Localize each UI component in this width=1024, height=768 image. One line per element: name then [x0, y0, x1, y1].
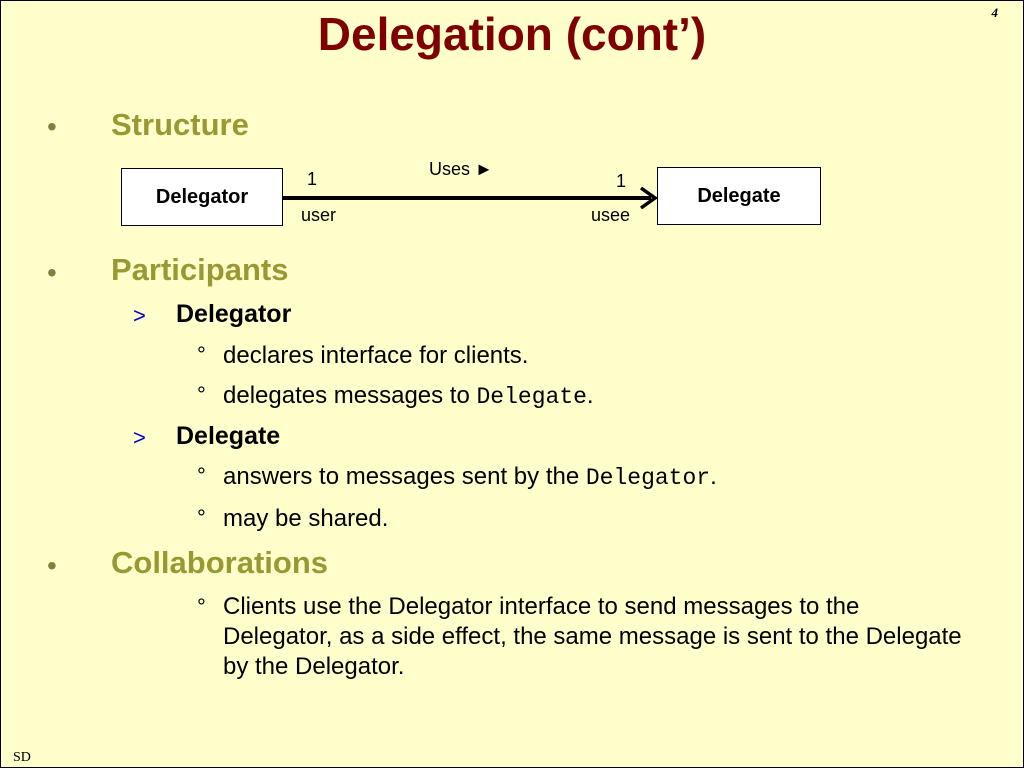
class-name-delegate: Delegate	[697, 184, 781, 207]
item-marker: °	[197, 342, 206, 367]
slide-title: Delegation (cont’)	[317, 8, 707, 60]
collaboration-item-1: Clients use the Delegator interface to s…	[223, 593, 962, 680]
marker-delegate: >	[133, 425, 146, 450]
delegate-item-1-suffix: .	[710, 463, 717, 490]
delegate-item-1-text: answers to messages sent by the	[223, 463, 586, 490]
page-number: 4	[991, 5, 999, 20]
association-arrow	[283, 186, 659, 210]
delegate-item-2: may be shared.	[223, 505, 388, 533]
delegate-item-1: answers to messages sent by the Delegato…	[223, 463, 717, 491]
class-name-delegator: Delegator	[155, 185, 249, 208]
left-multiplicity: 1	[307, 169, 318, 189]
marker-delegator: >	[133, 303, 146, 328]
code-delegator: Delegator	[585, 465, 711, 491]
item-marker: °	[197, 594, 206, 619]
participant-delegator: Delegator	[176, 300, 292, 328]
bullet-participants: •	[47, 257, 57, 288]
delegator-item-2-suffix: .	[586, 382, 594, 409]
item-marker: °	[197, 463, 206, 488]
delegate-item-2-text: may be shared.	[223, 505, 389, 532]
item-marker: °	[197, 382, 206, 407]
association-arrowhead	[639, 186, 659, 210]
heading-collaborations: Collaborations	[111, 545, 329, 580]
code-delegate: Delegate	[476, 384, 587, 410]
delegator-item-2: delegates messages to Delegate.	[223, 382, 594, 410]
delegator-item-2-text: delegates messages to	[223, 382, 477, 409]
heading-participants: Participants	[111, 252, 289, 287]
left-role: user	[301, 205, 337, 225]
right-multiplicity: 1	[616, 171, 627, 191]
delegator-item-1-text: declares interface for clients.	[223, 342, 529, 369]
footer-label: SD	[13, 750, 31, 765]
association-name: Uses ►	[429, 159, 493, 179]
right-role: usee	[591, 205, 631, 225]
class-box-delegator: Delegator	[121, 168, 283, 226]
delegator-item-1: declares interface for clients.	[223, 342, 528, 370]
heading-structure: Structure	[111, 107, 249, 142]
bullet-collaborations: •	[47, 550, 57, 581]
class-box-delegate: Delegate	[657, 167, 821, 225]
participant-delegate: Delegate	[176, 422, 281, 450]
item-marker: °	[197, 505, 206, 530]
bullet-structure: •	[47, 111, 57, 142]
